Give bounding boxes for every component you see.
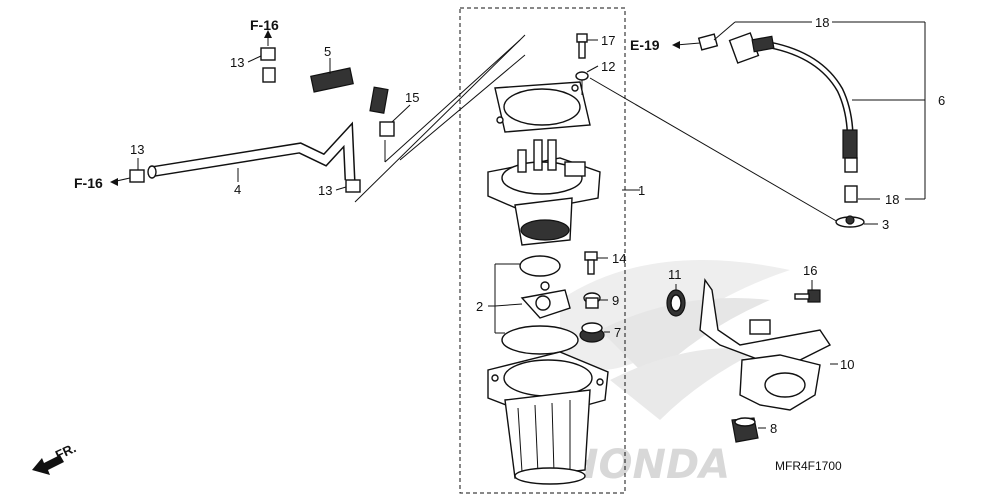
label-15: 15 xyxy=(405,90,419,105)
label-13-top: 13 xyxy=(230,55,244,70)
bolt-16 xyxy=(794,280,821,303)
front-direction-label: FR. xyxy=(53,440,78,462)
ref-e19: E-19 xyxy=(630,37,660,53)
label-10: 10 xyxy=(840,357,854,372)
bolt-14 xyxy=(584,251,598,275)
label-18-bottom: 18 xyxy=(885,192,899,207)
leader-lines-left xyxy=(110,30,526,203)
collar-9 xyxy=(583,292,601,309)
label-3: 3 xyxy=(882,217,889,232)
label-18-top: 18 xyxy=(815,15,829,30)
grommet-11 xyxy=(666,284,686,317)
label-2: 2 xyxy=(476,299,483,314)
label-4: 4 xyxy=(234,182,241,197)
clip-18-bottom xyxy=(844,185,858,203)
clip-13-left xyxy=(129,169,145,183)
hose-4 xyxy=(147,121,356,181)
label-9: 9 xyxy=(612,293,619,308)
fuel-pump-assembly xyxy=(487,81,609,485)
leader-lines-right xyxy=(713,21,926,225)
hose-5 xyxy=(262,67,389,114)
honda-watermark: HONDA xyxy=(560,260,790,488)
clip-13-top xyxy=(260,47,276,61)
label-14: 14 xyxy=(612,251,626,266)
label-11: 11 xyxy=(668,267,682,282)
fuel-hose-6 xyxy=(728,32,858,173)
label-7: 7 xyxy=(614,325,621,340)
clip-15 xyxy=(379,121,395,137)
clamp-3 xyxy=(835,215,865,228)
drawing-code: MFR4F1700 xyxy=(775,459,842,473)
label-12: 12 xyxy=(601,59,615,74)
bracket-2 xyxy=(488,263,523,334)
washer-12 xyxy=(575,71,589,81)
nut-8 xyxy=(731,417,766,443)
label-5: 5 xyxy=(324,44,331,59)
label-1: 1 xyxy=(638,183,645,198)
ref-f16-left: F-16 xyxy=(74,175,103,191)
clip-18-top xyxy=(697,33,719,51)
clip-13-lower xyxy=(345,179,361,193)
honda-logo-text: HONDA xyxy=(565,442,730,488)
label-13-left: 13 xyxy=(130,142,144,157)
rubber-7 xyxy=(579,322,605,343)
bracket-10 xyxy=(699,278,838,411)
bolt-17 xyxy=(576,33,598,59)
label-16: 16 xyxy=(803,263,817,278)
label-6: 6 xyxy=(938,93,945,108)
leader-12-to-3 xyxy=(589,77,846,227)
label-13-lower: 13 xyxy=(318,183,332,198)
assembly-box-1 xyxy=(459,7,626,494)
label-17: 17 xyxy=(601,33,615,48)
front-arrow-icon xyxy=(32,455,64,475)
ref-f16-top: F-16 xyxy=(250,17,279,33)
label-8: 8 xyxy=(770,421,777,436)
